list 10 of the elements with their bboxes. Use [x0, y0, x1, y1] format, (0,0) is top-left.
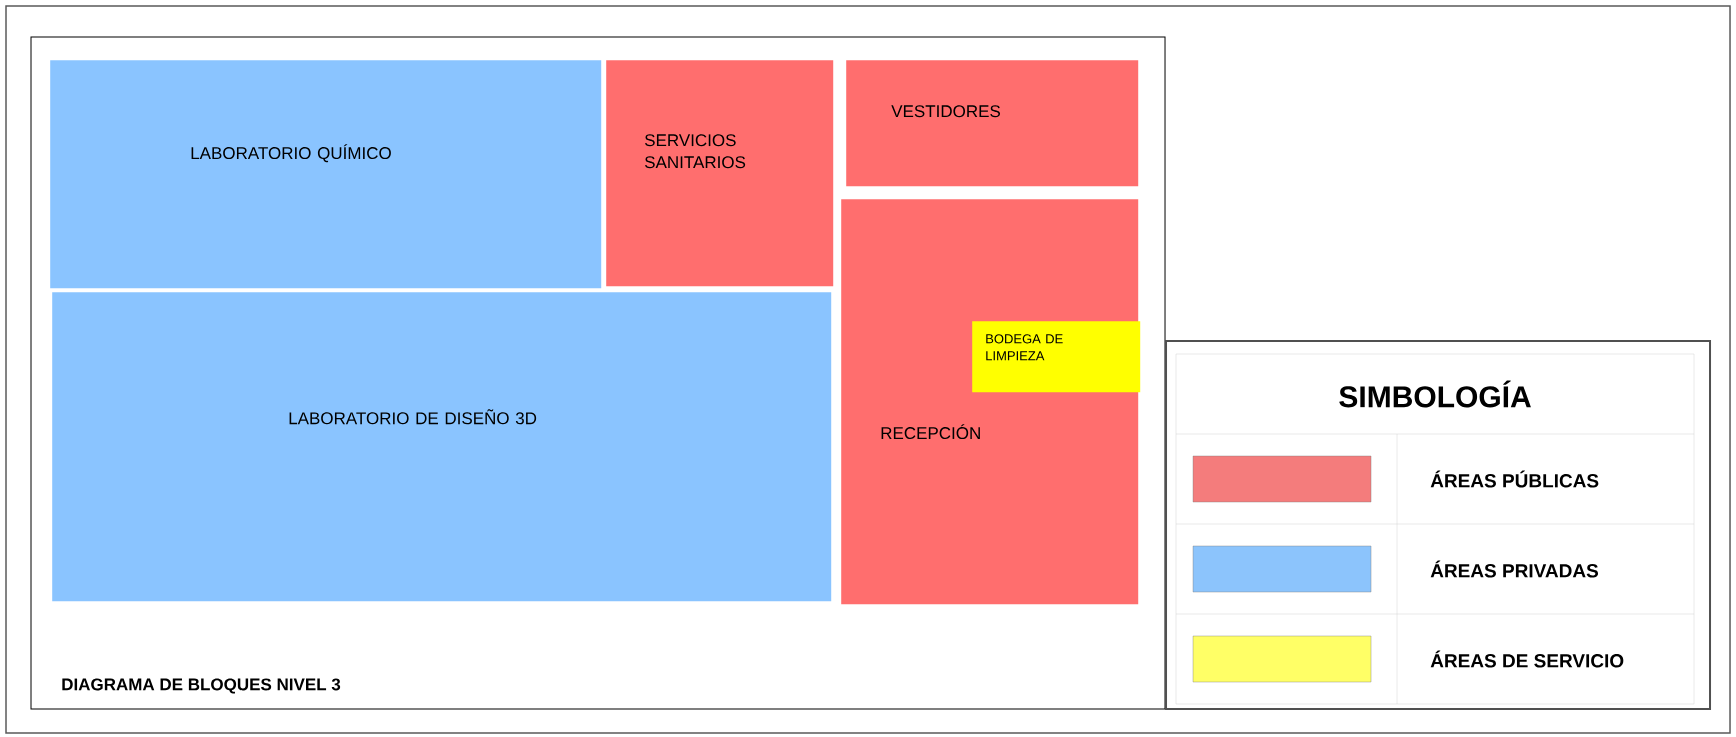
room-block: BODEGA DE LIMPIEZA: [972, 321, 1141, 393]
room-block: SERVICIOS SANITARIOS: [606, 60, 834, 287]
legend-text: ÁREAS PRIVADAS: [1430, 560, 1598, 578]
legend-text: ÁREAS DE SERVICIO: [1430, 650, 1624, 668]
room-block: LABORATORIO QUÍMICO: [50, 60, 602, 289]
legend-text: ÁREAS PÚBLICAS: [1430, 470, 1599, 488]
room-block: LABORATORIO DE DISEÑO 3D: [52, 292, 832, 602]
diagram-title: DIAGRAMA DE BLOQUES NIVEL 3: [62, 678, 341, 694]
room-block: VESTIDORES: [846, 60, 1139, 187]
legend-heading: SIMBOLOGÍA: [1339, 380, 1531, 408]
